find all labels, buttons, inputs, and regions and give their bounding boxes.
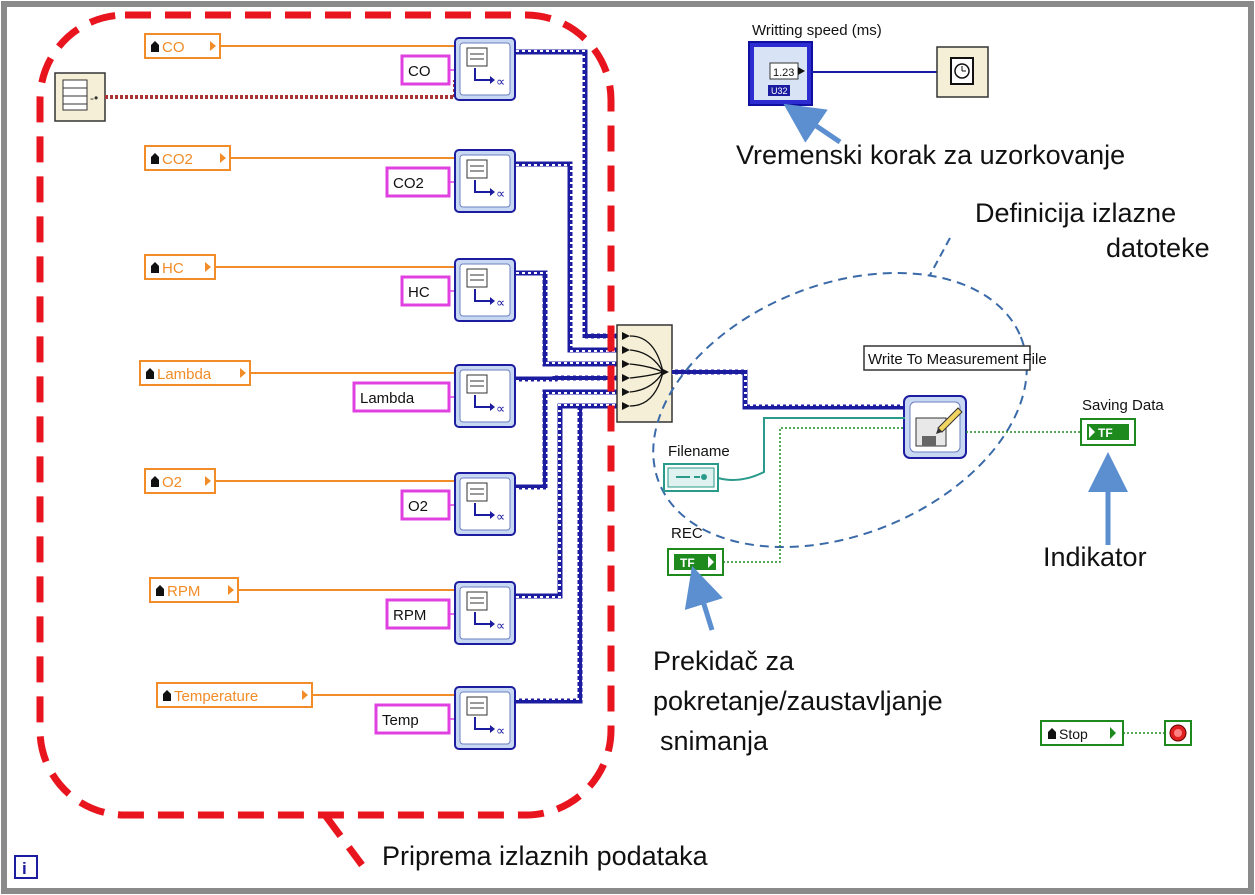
rec-control[interactable]: TF [667,548,724,576]
local-variable-label: Temperature [174,688,258,705]
local-variable-co[interactable]: CO [144,33,221,59]
svg-text:∝: ∝ [496,295,505,310]
rec-callout-arrow [684,565,724,631]
dynamic-data-wire [515,49,617,339]
dynamic-data-wire [515,161,617,353]
signal-name-text: RPM [393,607,426,624]
local-variable-o2[interactable]: O2 [144,468,216,494]
switch-note-line2: pokretanje/zaustavljanje [653,686,943,716]
channel-row-hc: HC HC ∝ [144,254,516,322]
filename-wire [717,417,905,481]
signal-name-constant[interactable]: CO [400,54,451,86]
svg-text:∝: ∝ [496,723,505,738]
channel-row-rpm: RPM RPM ∝ [149,577,516,645]
output-file-def-line1: Definicija izlazne [975,198,1176,228]
write-to-file-node[interactable] [903,395,967,459]
filename-label: Filename [668,443,730,460]
saving-data-indicator: TF [1080,418,1136,446]
numeric-display-text: 1.23 [773,67,794,79]
saving-tf-text: TF [1098,426,1113,440]
local-variable-rpm[interactable]: RPM [149,577,239,603]
signal-name-constant[interactable]: Lambda [352,381,451,413]
output-file-def-line2: datoteke [1106,233,1210,263]
signal-name-constant[interactable]: RPM [385,598,451,630]
svg-text:∝: ∝ [496,74,505,89]
svg-text:∝: ∝ [496,618,505,633]
signal-name-text: Lambda [360,390,415,407]
svg-text:∝: ∝ [496,509,505,524]
signal-name-constant[interactable]: HC [400,275,451,307]
write-to-file-label: Write To Measurement File [868,351,1047,368]
local-variable-label: HC [162,260,184,277]
signal-name-constant[interactable]: Temp [374,703,451,735]
info-icon[interactable]: i [14,855,38,879]
dynamic-data-wire [515,270,617,367]
local-variable-label: CO2 [162,151,193,168]
time-step-note: Vremenski korak za uzorkovanje [736,140,1125,170]
local-variable-label: CO [162,39,185,56]
switch-note-line3: snimanja [660,726,769,756]
signal-name-text: O2 [408,498,428,515]
channel-row-co: CO CO ∝ [144,33,516,101]
local-variable-label: Lambda [157,366,212,383]
dynamic-data-wire [515,389,617,490]
svg-text:∝: ∝ [496,186,505,201]
prep-note: Priprema izlaznih podataka [382,841,709,871]
dynamic-data-wire [515,375,617,382]
signal-name-text: HC [408,284,430,301]
dynamic-wires [515,49,617,704]
merged-signal-wire [672,369,905,410]
local-variable-label: O2 [162,474,182,491]
channels-layer: COCO∝CO2CO2∝HCHC∝LambdaLambda∝O2O2∝RPMRP… [139,33,516,750]
ellipse-pointer [929,237,951,276]
convert-to-dynamic-data-node[interactable]: ∝ [454,581,516,645]
local-variable-co2[interactable]: CO2 [144,145,231,171]
write-to-file-label-box: Write To Measurement File [863,345,1047,371]
numeric-type-text: U32 [771,86,788,96]
signal-name-constant[interactable]: CO2 [385,166,451,198]
switch-note-line1: Prekidač za [653,646,795,676]
convert-to-dynamic-data-node[interactable]: ∝ [454,149,516,213]
file-definition-ellipse [652,272,1028,548]
writing-speed-label: Writting speed (ms) [752,22,882,39]
info-icon-glyph: i [22,859,27,878]
convert-to-dynamic-data-node[interactable]: ∝ [454,37,516,101]
indicator-note: Indikator [1043,542,1147,572]
local-variable-temperature[interactable]: Temperature [156,682,313,708]
stop-local-variable[interactable]: Stop [1040,720,1124,746]
convert-to-dynamic-data-node[interactable]: ∝ [454,364,516,428]
convert-to-dynamic-data-node[interactable]: ∝ [454,258,516,322]
loop-stop-terminal[interactable] [1164,720,1192,746]
filename-control[interactable] [663,463,719,492]
dynamic-data-wire [515,403,617,704]
convert-to-dynamic-data-node[interactable]: ∝ [454,472,516,536]
speed-callout-arrow [783,103,842,145]
svg-text:∝: ∝ [496,401,505,416]
local-variable-hc[interactable]: HC [144,254,216,280]
rec-tf-text: TF [680,556,695,570]
signal-name-text: CO [408,63,431,80]
svg-text:-•: -• [90,91,98,105]
stop-label: Stop [1059,726,1088,742]
local-variable-lambda[interactable]: Lambda [139,360,251,386]
rec-label: REC [671,525,703,542]
convert-to-dynamic-data-node[interactable]: ∝ [454,686,516,750]
signal-name-text: Temp [382,712,419,729]
wait-timer-node[interactable] [936,46,989,98]
saving-data-label: Saving Data [1082,397,1164,414]
signal-name-text: CO2 [393,175,424,192]
rec-wire [723,427,905,563]
timestamp-node[interactable]: -• [54,72,106,122]
local-variable-label: RPM [167,583,200,600]
prep-pointer [322,812,365,868]
writing-speed-control[interactable]: 1.23 U32 [748,41,813,106]
signal-name-constant[interactable]: O2 [400,489,451,521]
